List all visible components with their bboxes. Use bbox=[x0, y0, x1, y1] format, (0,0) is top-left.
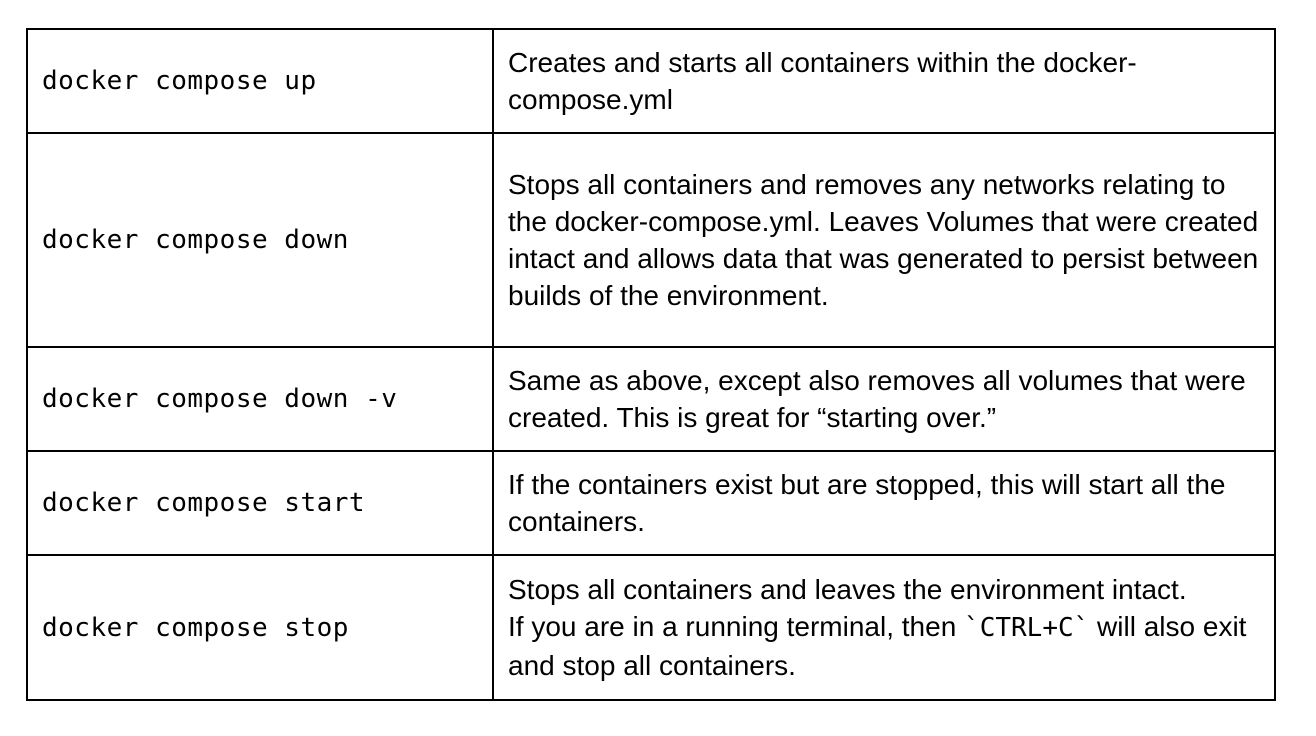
description-line: If you are in a running terminal, then `… bbox=[508, 608, 1260, 684]
command-cell: docker compose down bbox=[26, 132, 494, 348]
table-row: docker compose stop Stops all containers… bbox=[26, 554, 1276, 701]
table-row: docker compose start If the containers e… bbox=[26, 450, 1276, 556]
description-line: Stops all containers and leaves the envi… bbox=[508, 574, 1187, 605]
command-cell: docker compose start bbox=[26, 450, 494, 556]
description-cell: Creates and starts all containers within… bbox=[492, 28, 1276, 134]
description-text: If you are in a running terminal, then bbox=[508, 611, 965, 642]
description-cell: Stops all containers and leaves the envi… bbox=[492, 554, 1276, 701]
command-cell: docker compose stop bbox=[26, 554, 494, 701]
command-cell: docker compose up bbox=[26, 28, 494, 134]
description-text: will also exit and stop all containers. bbox=[508, 611, 1247, 681]
table-row: docker compose down -v Same as above, ex… bbox=[26, 346, 1276, 452]
command-cell: docker compose down -v bbox=[26, 346, 494, 452]
table-row: docker compose down Stops all containers… bbox=[26, 132, 1276, 348]
description-cell: Stops all containers and removes any net… bbox=[492, 132, 1276, 348]
description-cell: Same as above, except also removes all v… bbox=[492, 346, 1276, 452]
description-cell: If the containers exist but are stopped,… bbox=[492, 450, 1276, 556]
docker-commands-table: docker compose up Creates and starts all… bbox=[26, 28, 1276, 701]
table-row: docker compose up Creates and starts all… bbox=[26, 28, 1276, 134]
inline-code: `CTRL+C` bbox=[964, 613, 1090, 643]
